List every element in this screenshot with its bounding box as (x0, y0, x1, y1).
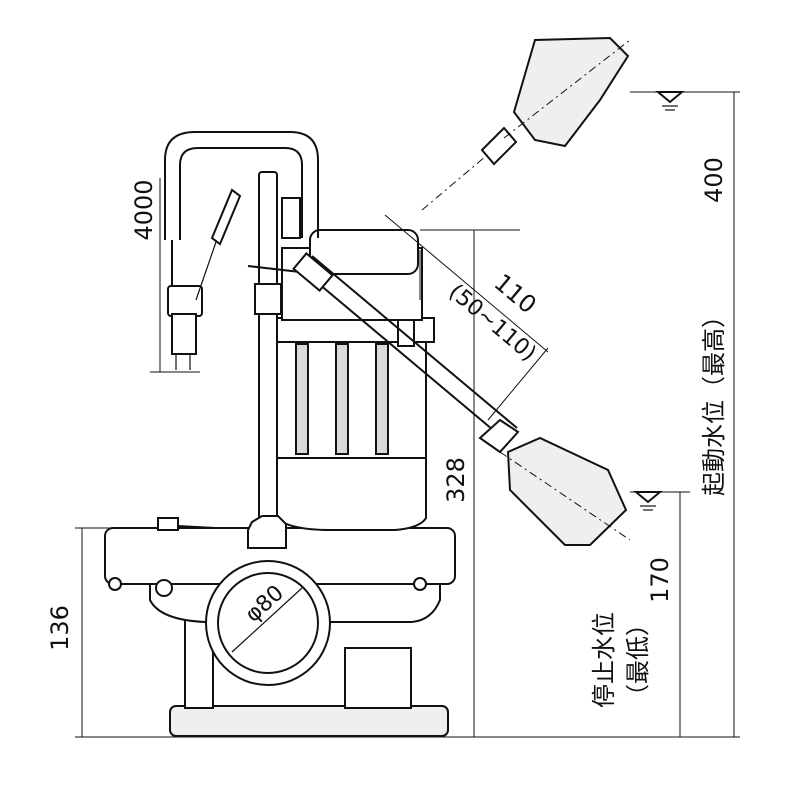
hanger-bar (247, 265, 301, 273)
pump-height-label: 328 (442, 457, 470, 503)
guide-rod (258, 171, 278, 533)
start-level-value: 400 (700, 157, 728, 203)
plug-body (167, 285, 203, 317)
stop-level-label: 停止水位 (590, 612, 618, 708)
cooling-fin-3 (375, 343, 389, 455)
stop-level-value: 170 (646, 557, 674, 603)
outlet-bore (217, 572, 319, 674)
cooling-fin-2 (335, 343, 349, 455)
lower-float-centerline (499, 451, 631, 541)
float-travel-ext-lower (487, 347, 549, 421)
cable-loop-inner (179, 147, 303, 240)
terminal-box (309, 229, 419, 275)
outlet-height-label: 136 (46, 605, 74, 651)
upper-float-centerline (503, 39, 631, 139)
upper-float-joint (480, 126, 518, 166)
float-switch-plug (210, 188, 242, 246)
base-leg-right (344, 647, 412, 709)
float-arm-lower (311, 255, 518, 429)
float-travel-ext-upper (384, 214, 549, 353)
flange-bolt-right (413, 577, 427, 591)
float-arm-upper (299, 267, 506, 441)
float-cord (195, 241, 217, 301)
rod-clamp (254, 283, 282, 315)
motor-lower-body (275, 454, 427, 531)
top-bolt (157, 517, 179, 531)
outlet-diameter-line (231, 587, 303, 653)
start-level-label: 起動水位（最高） (700, 304, 728, 496)
rod-base-nut (247, 515, 287, 549)
cord-length-label: 4000 (130, 179, 158, 240)
stop-level-note: （最低） (624, 612, 652, 708)
cable-gland (281, 197, 301, 239)
upper-float-body (512, 36, 630, 148)
stop-level-marker (633, 491, 663, 504)
lower-float-body (506, 436, 628, 546)
flange-bolt-left (108, 577, 122, 591)
start-level-marker (655, 91, 685, 104)
cable-loop-outer (164, 131, 319, 240)
plug-head (171, 313, 197, 355)
lower-float-joint (478, 418, 520, 454)
flange-bolt-mid (155, 579, 173, 597)
top-bolt-bar (177, 525, 216, 529)
cooling-fin-1 (295, 343, 309, 455)
pump-base-foot (169, 705, 449, 737)
float-arm-pivot (292, 252, 334, 292)
